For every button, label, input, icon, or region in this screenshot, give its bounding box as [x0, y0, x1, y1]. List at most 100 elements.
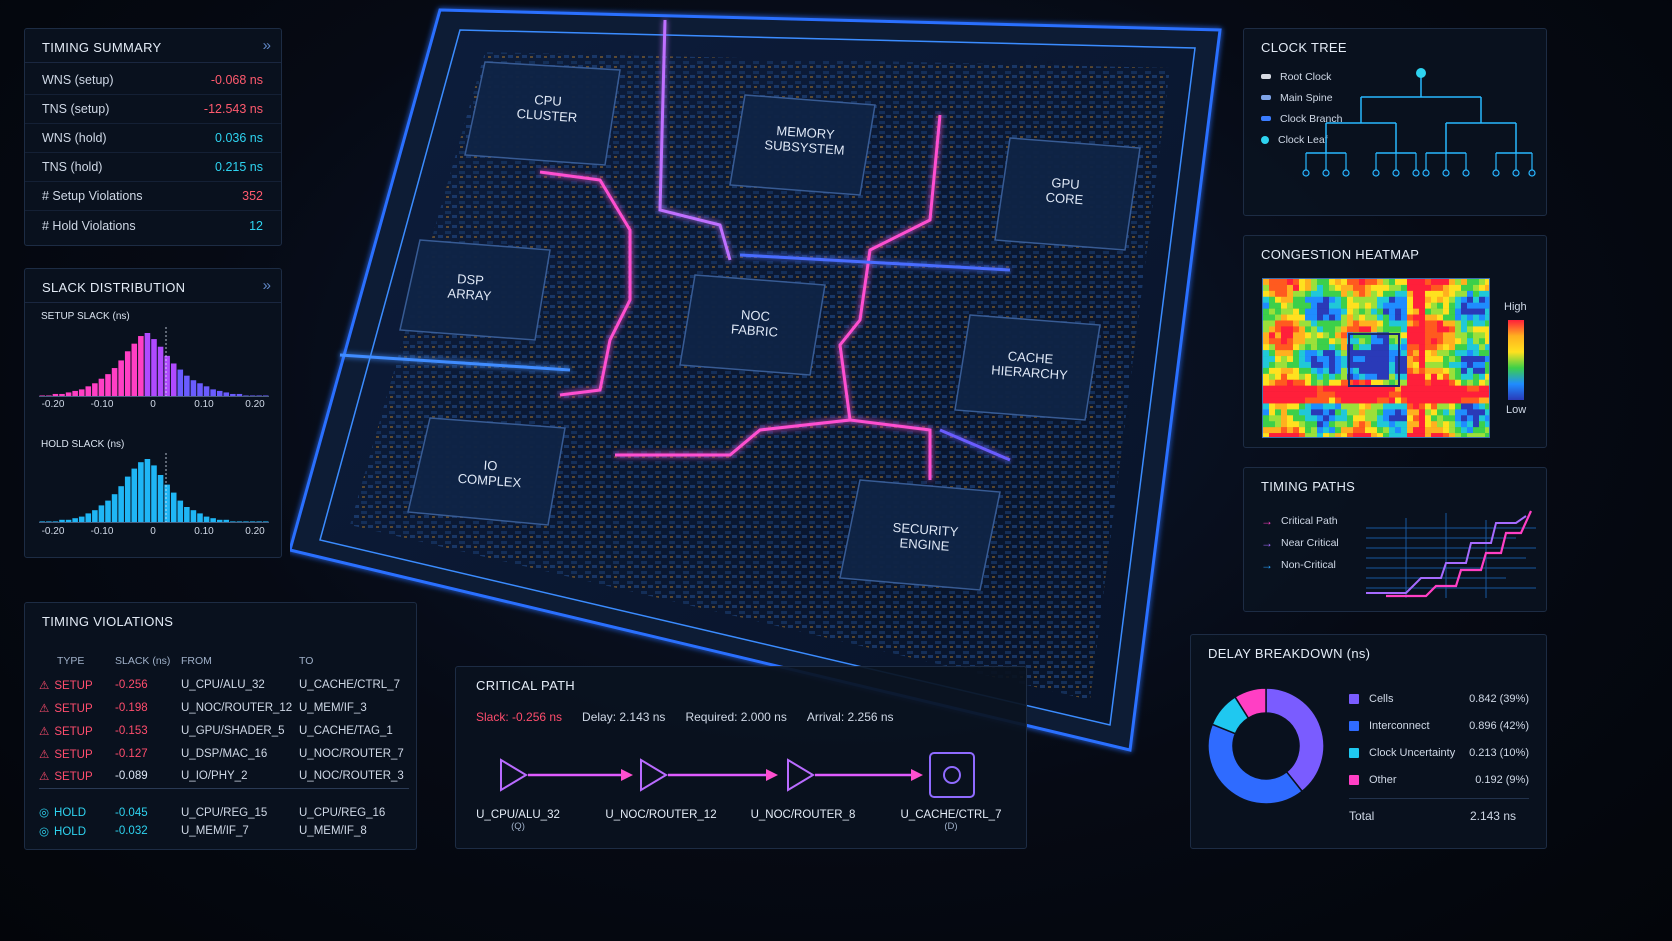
heatmap-cell [1365, 433, 1372, 437]
type-cell: ◎HOLD [39, 819, 115, 842]
heatmap-cell [1293, 367, 1300, 375]
heatmap-cell [1317, 290, 1324, 298]
heatmap-block-outline [1348, 333, 1400, 387]
heatmap-cell [1473, 290, 1480, 298]
heatmap-cell [1431, 356, 1438, 363]
heatmap-cell [1485, 409, 1489, 416]
axis-tick: -0.20 [41, 399, 65, 410]
heatmap-cell [1437, 320, 1444, 327]
path-node[interactable]: U_NOC/ROUTER_12 [591, 809, 731, 821]
heatmap-cell [1443, 320, 1450, 327]
heatmap-cell [1341, 367, 1348, 375]
warning-icon: ⚠ [39, 725, 50, 738]
heatmap-cell [1293, 397, 1300, 404]
heatmap-cell [1479, 367, 1486, 375]
axis-tick: 0 [150, 526, 156, 537]
heatmap-cell [1479, 344, 1486, 351]
heatmap-cell [1281, 403, 1288, 410]
heatmap-cell [1281, 373, 1288, 381]
heatmap-cell [1341, 344, 1348, 351]
heatmap-cell [1401, 356, 1408, 363]
heatmap-cell [1473, 367, 1480, 375]
heatmap-cell [1395, 314, 1402, 321]
heatmap-cell [1461, 320, 1468, 327]
heatmap-cell [1419, 320, 1426, 327]
chevron-right-icon[interactable]: » [262, 277, 271, 294]
heatmap-cell [1329, 367, 1336, 375]
heatmap-cell [1407, 385, 1414, 392]
heatmap-cell [1263, 350, 1270, 357]
heatmap-cell [1347, 397, 1354, 404]
heatmap-cell [1389, 344, 1396, 351]
heatmap-cell [1473, 427, 1480, 434]
heatmap-cell [1371, 367, 1378, 375]
heatmap-cell [1425, 320, 1432, 327]
heatmap-cell [1467, 308, 1474, 315]
histogram-bar [138, 336, 144, 397]
heatmap-cell [1407, 326, 1414, 333]
heatmap-cell [1467, 361, 1474, 369]
legend-label: Clock Uncertainty [1369, 746, 1456, 759]
heatmap-cell [1287, 320, 1294, 327]
heatmap-cell [1353, 302, 1360, 309]
heatmap-cell [1485, 397, 1489, 404]
heatmap-cell [1341, 373, 1348, 381]
heatmap-cell [1389, 314, 1396, 321]
heatmap-cell [1305, 296, 1312, 304]
heatmap-cell [1281, 385, 1288, 392]
heatmap-cell [1389, 296, 1396, 304]
heatmap-cell [1485, 427, 1489, 434]
to-cell: U_MEM/IF_3 [299, 701, 367, 714]
heatmap-cell [1371, 397, 1378, 404]
heatmap-cell [1281, 302, 1288, 309]
heatmap-cell [1401, 284, 1408, 292]
heatmap-cell [1317, 350, 1324, 357]
heatmap-cell [1473, 385, 1480, 392]
path-node[interactable]: U_NOC/ROUTER_8 [733, 809, 873, 821]
heatmap-cell [1287, 284, 1294, 292]
heatmap-cell [1323, 415, 1330, 422]
heatmap-cell [1317, 302, 1324, 309]
heatmap-cell [1353, 403, 1360, 410]
heatmap-cell [1329, 415, 1336, 422]
heatmap-cell [1443, 373, 1450, 381]
heatmap-cell [1293, 290, 1300, 298]
heatmap-cell [1287, 385, 1294, 392]
heatmap-cell [1383, 391, 1390, 398]
heatmap-cell [1437, 338, 1444, 345]
path-node[interactable]: U_CACHE/CTRL_7(D) [881, 809, 1021, 832]
heatmap-cell [1455, 296, 1462, 304]
heatmap-cell [1329, 308, 1336, 315]
chevron-right-icon[interactable]: » [262, 37, 271, 54]
heatmap-cell [1401, 391, 1408, 398]
legend-value: 0.213 (10%) [1469, 746, 1529, 759]
type-cell: ⚠SETUP [39, 673, 115, 696]
histogram-bar [65, 392, 72, 397]
heatmap-cell [1353, 350, 1360, 357]
heatmap-cell [1263, 379, 1270, 386]
path-node[interactable]: U_CPU/ALU_32(Q) [448, 809, 588, 832]
heatmap-cell [1479, 385, 1486, 392]
clock-leaf [1322, 169, 1330, 177]
heatmap-cell [1395, 385, 1402, 392]
heatmap-cell [1467, 421, 1474, 428]
flip-flop-icon [929, 752, 975, 798]
heatmap-cell [1467, 314, 1474, 321]
heatmap-cell [1401, 403, 1408, 410]
heatmap-cell [1281, 326, 1288, 333]
heatmap-cell [1269, 356, 1276, 363]
heatmap-cell [1287, 427, 1294, 434]
violation-type: SETUP [54, 725, 93, 738]
heatmap-cell [1371, 427, 1378, 434]
heatmap-cell [1299, 338, 1306, 345]
delay-donut-chart [1207, 687, 1325, 805]
heatmap-cell [1269, 391, 1276, 398]
